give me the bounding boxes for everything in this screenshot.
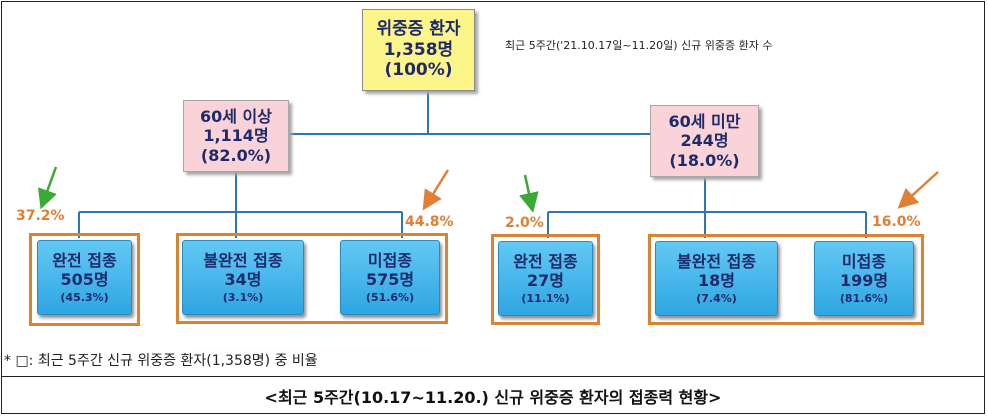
leaf-pct: (81.6%) xyxy=(839,292,889,306)
overall-pct: 2.0% xyxy=(505,215,544,231)
age-pct: (18.0%) xyxy=(669,150,740,170)
overall-pct: 16.0% xyxy=(872,214,921,230)
age-node-under-60: 60세 미만 244명 (18.0%) xyxy=(650,105,759,177)
leaf-title: 미접종 xyxy=(367,250,413,270)
leaf-pct: (3.1%) xyxy=(222,291,264,305)
leaf-node-partially-vaccinated: 불완전 접종 18명 (7.4%) xyxy=(655,241,778,316)
leaf-pct: (7.4%) xyxy=(696,292,737,306)
leaf-node-unvaccinated: 미접종 199명 (81.6%) xyxy=(814,241,914,316)
leaf-count: 27명 xyxy=(527,270,564,290)
orange-arrow-icon xyxy=(422,169,450,211)
leaf-node-fully-vaccinated: 완전 접종 505명 (45.3%) xyxy=(37,240,132,315)
leaf-count: 199명 xyxy=(839,270,889,290)
age-pct: (82.0%) xyxy=(200,145,272,165)
age-node-60-plus: 60세 이상 1,114명 (82.0%) xyxy=(183,100,289,172)
leaf-count: 505명 xyxy=(60,269,109,289)
age-count: 1,114명 xyxy=(203,126,269,146)
green-arrow-icon xyxy=(38,166,58,210)
leaf-node-partially-vaccinated: 불완전 접종 34명 (3.1%) xyxy=(182,240,304,315)
root-count: 1,358명 xyxy=(383,39,454,60)
leaf-pct: (51.6%) xyxy=(365,291,415,305)
leaf-node-fully-vaccinated: 완전 접종 27명 (11.1%) xyxy=(498,241,593,316)
age-count: 244명 xyxy=(680,131,729,151)
footnote: * □: 최근 5주간 신규 위중증 환자(1,358명) 중 비율 xyxy=(4,353,318,369)
leaf-title: 불완전 접종 xyxy=(676,251,757,271)
green-arrow-icon xyxy=(519,174,539,213)
figure-caption: <최근 5주간(10.17~11.20.) 신규 위중증 환자의 접종력 현황> xyxy=(1,376,985,414)
leaf-title: 미접종 xyxy=(841,251,887,271)
root-node: 위중증 환자 1,358명 (100%) xyxy=(362,9,475,91)
group-outline xyxy=(176,233,448,324)
leaf-pct: (45.3%) xyxy=(60,291,109,305)
leaf-pct: (11.1%) xyxy=(521,292,570,306)
overall-pct: 37.2% xyxy=(16,208,65,224)
group-outline xyxy=(648,234,924,325)
leaf-count: 34명 xyxy=(224,269,262,289)
leaf-title: 불완전 접종 xyxy=(203,250,283,270)
orange-arrow-icon xyxy=(897,171,939,209)
leaf-count: 575명 xyxy=(365,269,415,289)
overall-pct: 44.8% xyxy=(405,214,454,230)
age-title: 60세 미만 xyxy=(668,112,741,132)
period-note: 최근 5주간('21.10.17일~11.20일) 신규 위중증 환자 수 xyxy=(505,39,773,52)
leaf-title: 완전 접종 xyxy=(52,250,117,270)
leaf-count: 18명 xyxy=(698,270,735,290)
group-outline xyxy=(491,234,600,325)
root-title: 위중증 환자 xyxy=(376,19,461,40)
age-title: 60세 이상 xyxy=(200,107,272,127)
group-outline xyxy=(29,233,140,326)
leaf-node-unvaccinated: 미접종 575명 (51.6%) xyxy=(340,240,440,315)
leaf-title: 완전 접종 xyxy=(513,251,578,271)
root-pct: (100%) xyxy=(384,60,453,81)
